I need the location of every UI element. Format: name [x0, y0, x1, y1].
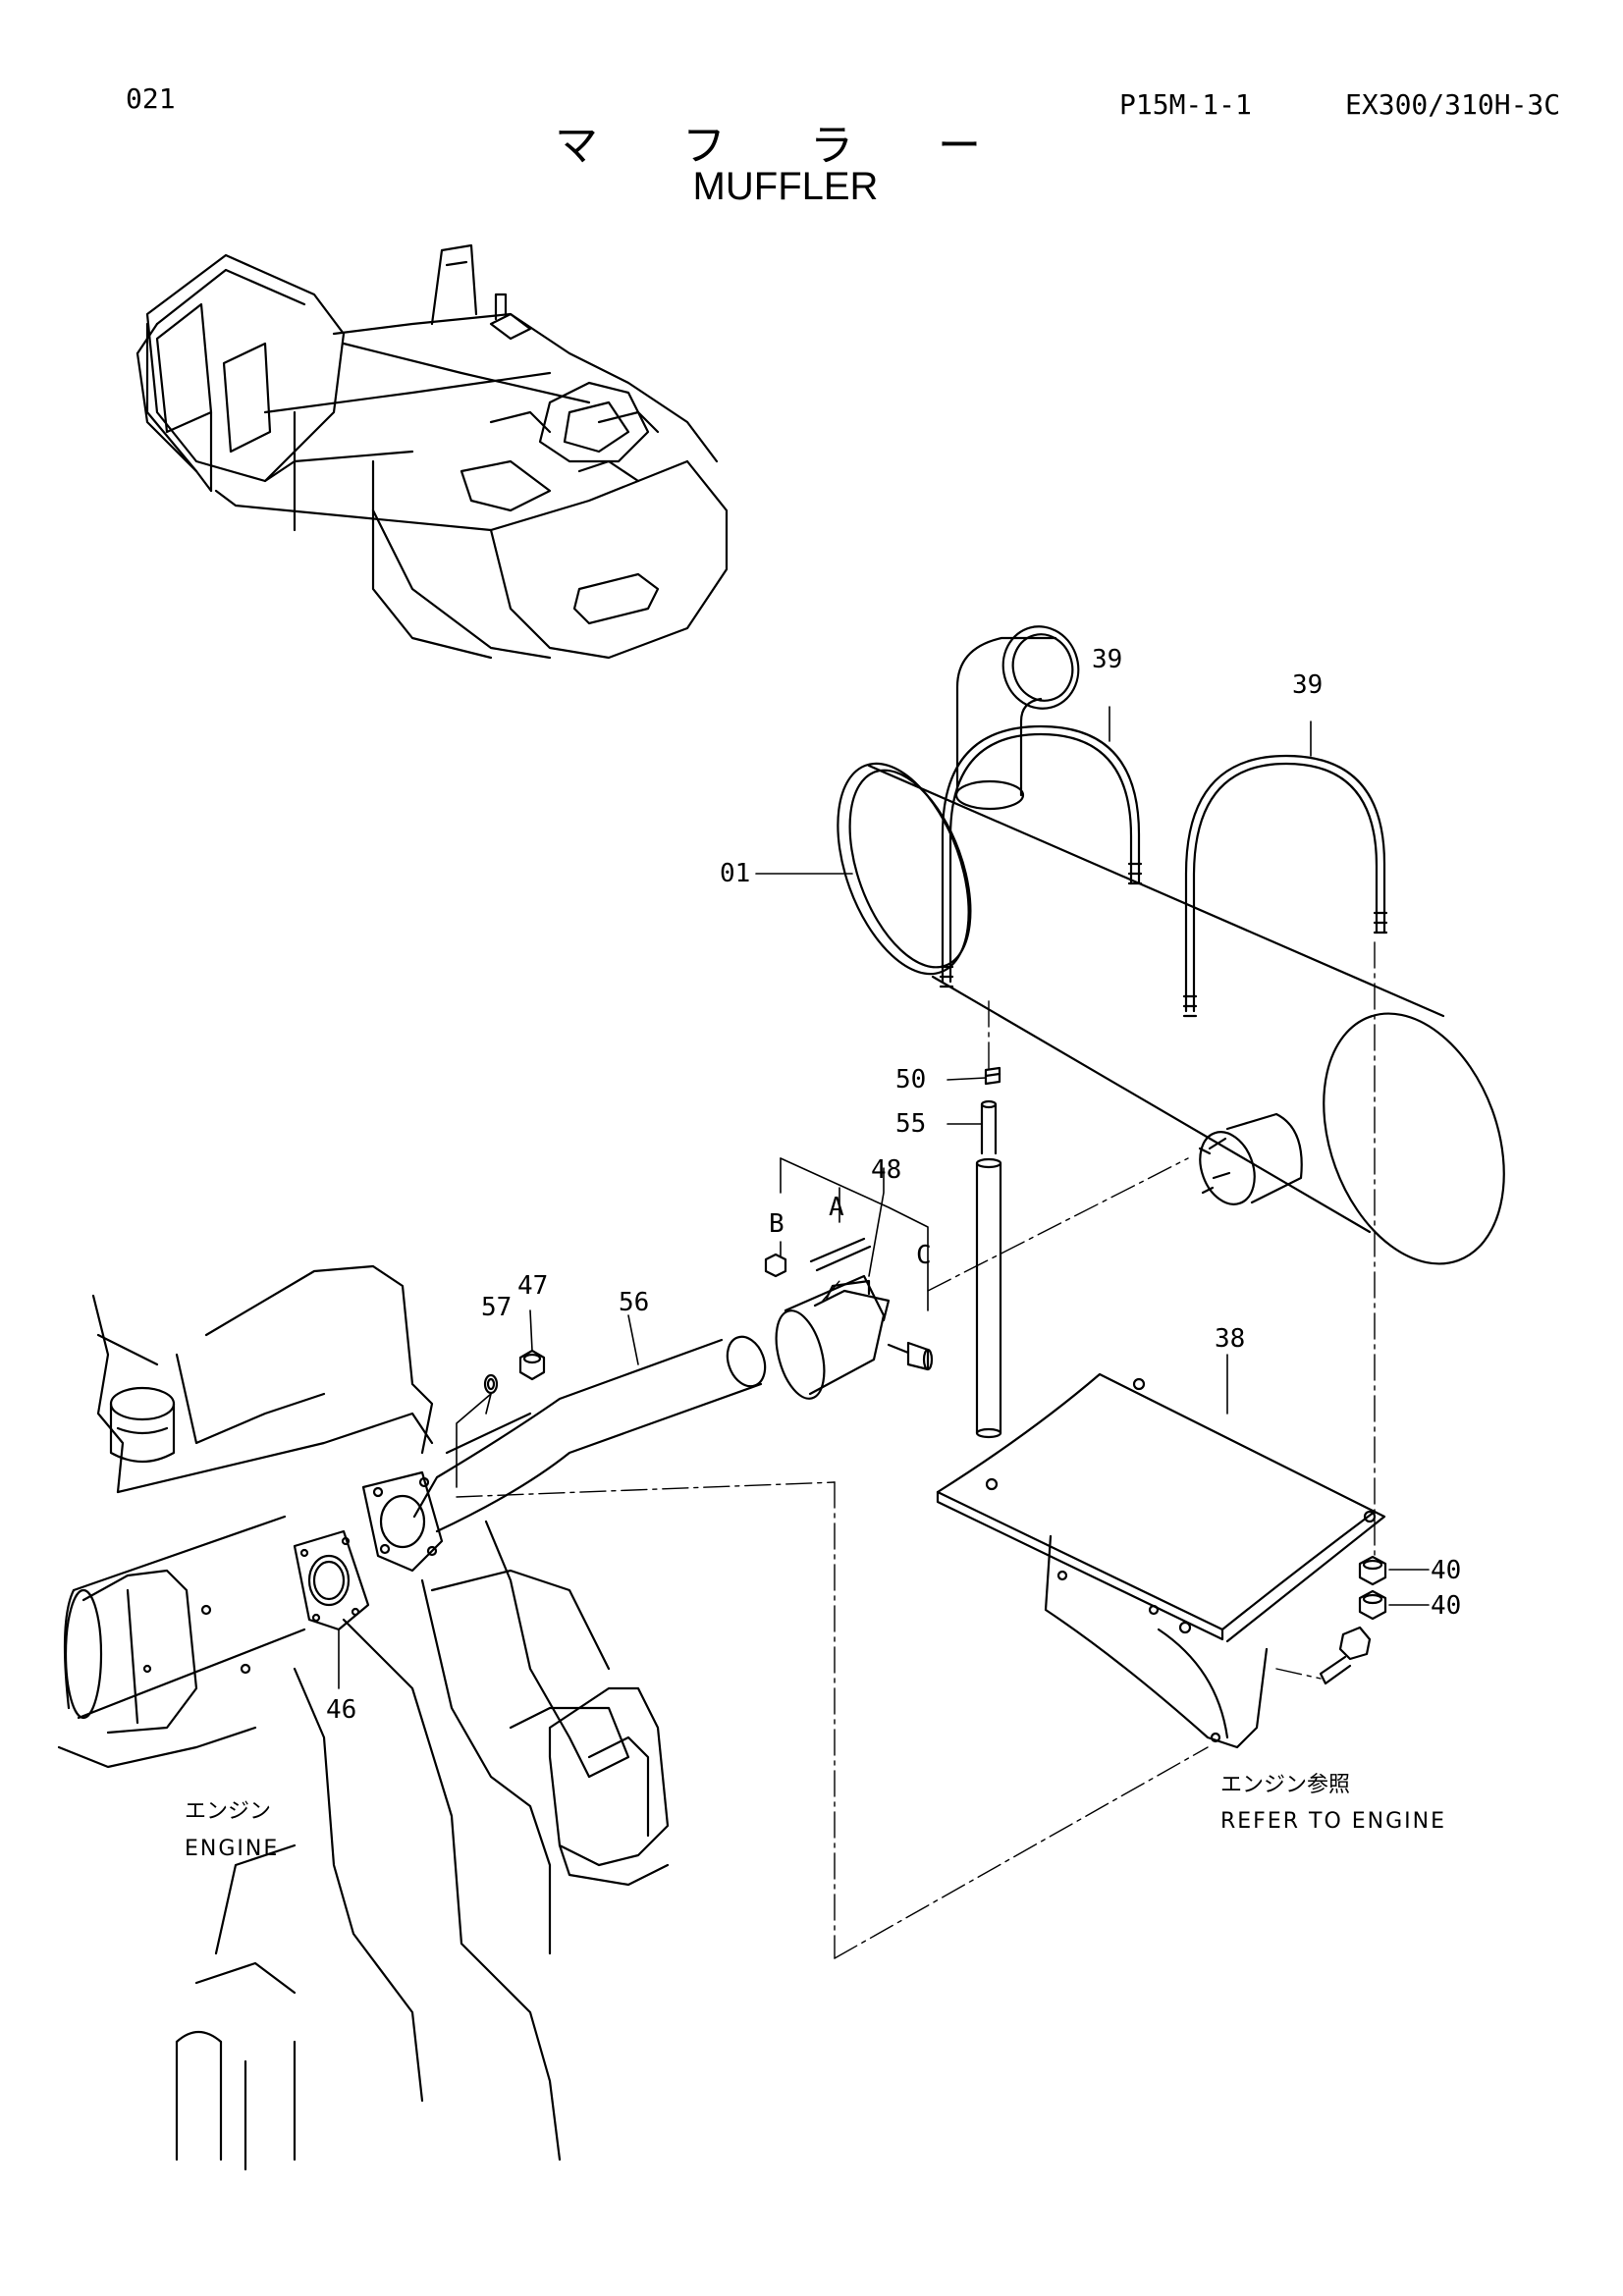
- page-title: MUFFLER: [692, 165, 879, 208]
- nut-b: [764, 1253, 787, 1278]
- callout-50: 50: [895, 1065, 926, 1095]
- callout-40-upper: 40: [1431, 1556, 1461, 1585]
- muffler-body: [837, 625, 1505, 1265]
- plate-code: P15M-1-1: [1119, 88, 1252, 121]
- callout-55: 55: [895, 1109, 926, 1139]
- clamp-48: [775, 1274, 891, 1400]
- callout-ref-a: A: [829, 1193, 844, 1222]
- engine-note-japanese: エンジン: [185, 1799, 271, 1824]
- callout-57: 57: [481, 1293, 512, 1322]
- u-bolt-39-front: [939, 724, 1143, 988]
- callout-39-rear: 39: [1292, 670, 1323, 700]
- callout-39-front: 39: [1092, 645, 1122, 674]
- engine-note: エンジン ENGINE: [185, 1799, 279, 1861]
- center-lines: [456, 941, 1376, 1959]
- callout-ref-b: B: [769, 1209, 784, 1239]
- washer-57: [483, 1373, 499, 1395]
- excavator-overview-illustration: [135, 243, 729, 660]
- leader-lines: [338, 706, 1430, 1689]
- callout-38: 38: [1215, 1324, 1245, 1354]
- callout-56: 56: [619, 1288, 649, 1317]
- refer-note-japanese: エンジン参照: [1220, 1773, 1350, 1797]
- drain-tube-55: [975, 1099, 1002, 1439]
- nut-47: [518, 1349, 546, 1381]
- engine-outline: [57, 1264, 670, 2171]
- refer-note-english: REFER TO ENGINE: [1220, 1809, 1446, 1834]
- model-code: EX300/310H-3C: [1345, 88, 1561, 121]
- page-code: 021: [126, 82, 176, 115]
- callout-01: 01: [720, 859, 750, 888]
- flange-pipe: [361, 1470, 444, 1573]
- drain-plug-50: [984, 1066, 1001, 1086]
- callout-47: 47: [517, 1271, 548, 1301]
- nut-40-upper: [1358, 1555, 1387, 1586]
- bracket-38: [936, 1372, 1386, 1749]
- callout-48: 48: [871, 1155, 901, 1185]
- page-title-japanese: マ フ ラ ー: [555, 121, 1016, 171]
- engine-note-english: ENGINE: [185, 1837, 279, 1861]
- refer-to-engine-note: エンジン参照 REFER TO ENGINE: [1220, 1773, 1446, 1834]
- gasket-46: [293, 1529, 370, 1631]
- callout-46: 46: [326, 1695, 356, 1725]
- exhaust-pipe-56: [412, 1335, 767, 1533]
- callout-ref-c: C: [916, 1241, 932, 1270]
- callout-labels: 01 39 39 50 55 48 B A C 47 57 56 38 40 4…: [326, 645, 1461, 1725]
- nut-40-lower: [1358, 1589, 1387, 1621]
- u-bolt-39-rear: [1182, 754, 1388, 1018]
- mounting-bolt: [1319, 1626, 1372, 1685]
- stud-a: [809, 1237, 872, 1272]
- callout-40-lower: 40: [1431, 1591, 1461, 1621]
- bolt-c: [887, 1341, 934, 1371]
